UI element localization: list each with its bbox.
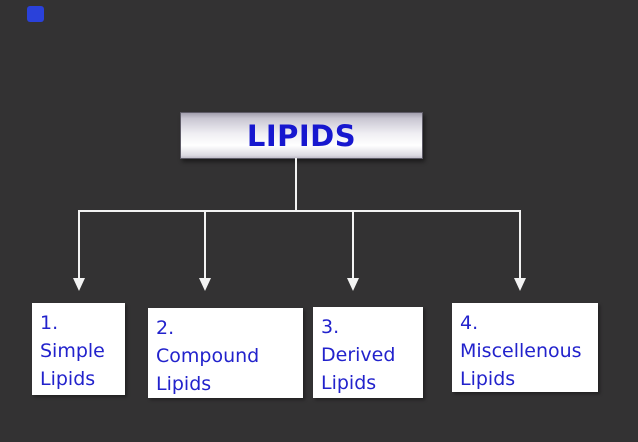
node-number: 2. xyxy=(156,317,175,339)
node-number: 4. xyxy=(460,312,479,334)
node-number: 3. xyxy=(321,316,340,338)
connector-branch-3 xyxy=(352,210,354,279)
root-node-label: LIPIDS xyxy=(246,119,357,153)
connector-branch-1 xyxy=(78,210,80,279)
connector-horizontal-bar xyxy=(78,210,521,212)
node-compound-lipids: 2. Compound Lipids xyxy=(148,308,303,398)
root-node-lipids: LIPIDS xyxy=(180,112,423,159)
node-number: 1. xyxy=(40,312,59,334)
connector-stem xyxy=(295,158,297,212)
node-miscellenous-lipids: 4. Miscellenous Lipids xyxy=(452,303,598,392)
node-type: Lipids xyxy=(40,368,96,390)
node-name: Simple xyxy=(40,340,105,362)
node-type: Lipids xyxy=(156,373,212,395)
blue-square-decoration xyxy=(27,6,44,22)
connector-branch-4 xyxy=(519,210,521,279)
arrowhead-icon xyxy=(73,278,85,291)
node-name: Derived xyxy=(321,344,396,366)
arrowhead-icon xyxy=(347,278,359,291)
node-name: Miscellenous xyxy=(460,340,582,362)
node-type: Lipids xyxy=(460,368,516,390)
arrowhead-icon xyxy=(199,278,211,291)
node-name: Compound xyxy=(156,345,260,367)
connector-branch-2 xyxy=(204,210,206,279)
node-derived-lipids: 3. Derived Lipids xyxy=(313,307,423,398)
node-simple-lipids: 1. Simple Lipids xyxy=(32,303,125,395)
arrowhead-icon xyxy=(514,278,526,291)
node-type: Lipids xyxy=(321,372,377,394)
